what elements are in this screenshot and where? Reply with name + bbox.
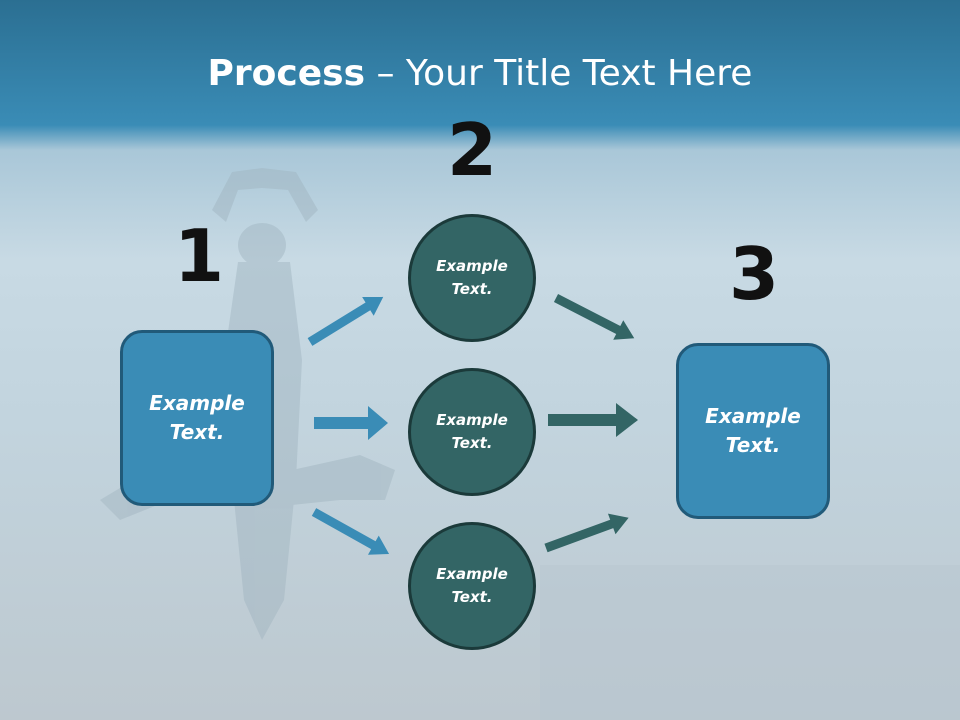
step-2-number: 2 [446,108,498,192]
arrow-2-to-3-bottom [544,513,629,553]
step-2-circle-top[interactable]: Example Text. [408,214,536,342]
step-2-circle-top-label: Example Text. [436,257,508,298]
arrow-2-to-3-middle [548,403,638,437]
step-1-number: 1 [173,214,225,298]
title-bold: Process [207,53,366,94]
step-2-circle-middle-label: Example Text. [436,411,508,452]
step-3-box-label: Example Text. [705,404,801,457]
step-1-box-label: Example Text. [149,391,245,444]
page-title: Process – Your Title Text Here [0,52,960,96]
arrow-1-to-2-bottom [311,508,390,555]
arrow-1-to-2-middle [314,406,388,440]
step-2-circle-middle[interactable]: Example Text. [408,368,536,496]
arrow-1-to-2-top [307,296,384,346]
step-1-box[interactable]: Example Text. [120,330,274,506]
step-2-circle-bottom-label: Example Text. [436,565,508,606]
step-3-box[interactable]: Example Text. [676,343,830,519]
step-3-number: 3 [728,232,780,316]
step-2-circle-bottom[interactable]: Example Text. [408,522,536,650]
arrow-2-to-3-top [553,293,635,340]
title-rest: – Your Title Text Here [365,53,753,94]
